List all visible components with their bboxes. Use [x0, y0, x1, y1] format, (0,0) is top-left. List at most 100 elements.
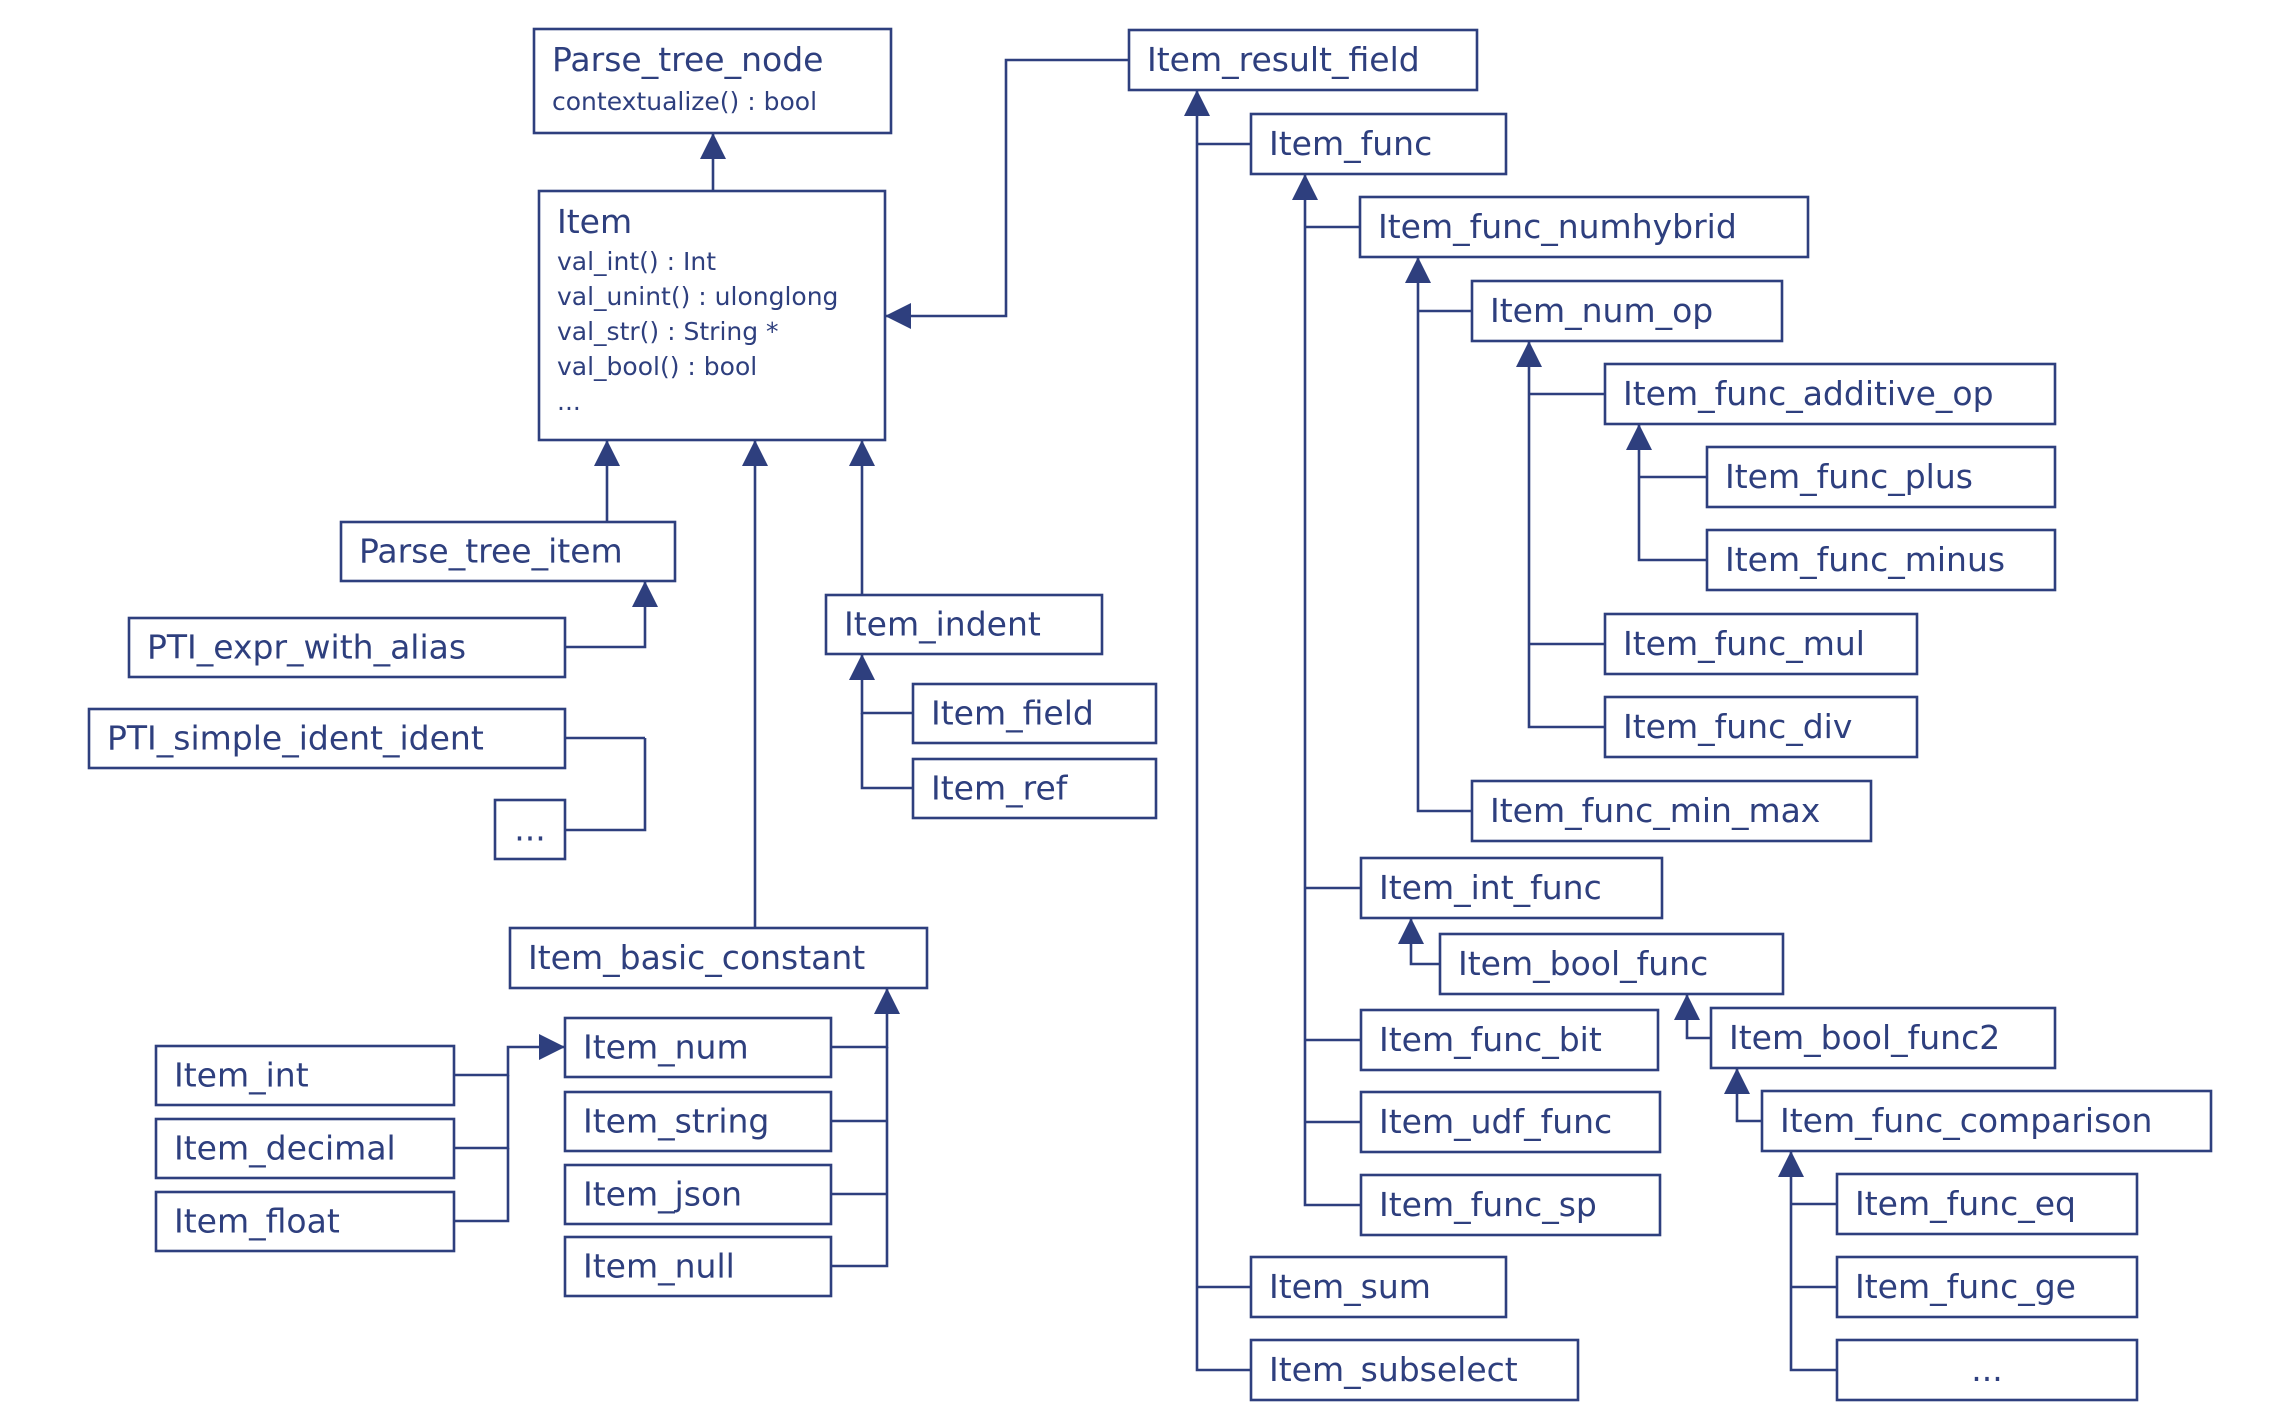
class-name: Item_func_div — [1623, 707, 1852, 746]
class-name: Item_null — [583, 1247, 735, 1286]
class-box — [1359, 1090, 1662, 1154]
class-box — [154, 1117, 456, 1180]
class-box — [532, 27, 893, 135]
class-name: Item_func_additive_op — [1623, 374, 1994, 413]
class-box — [911, 757, 1158, 820]
inheritance-edge — [831, 1047, 889, 1268]
class-name: Item_indent — [844, 605, 1041, 644]
class-name: Item_num_op — [1490, 291, 1713, 330]
class-node-item-indent: Item_indent — [824, 593, 1104, 656]
class-node-item-null: Item_null — [563, 1235, 833, 1298]
class-name: Item_basic_constant — [528, 938, 865, 977]
class-node-item-func-sp: Item_func_sp — [1359, 1173, 1662, 1237]
inheritance-arrowhead — [1398, 918, 1424, 944]
class-name: Item_func_minus — [1725, 540, 2005, 579]
class-name: Item_func_bit — [1379, 1020, 1602, 1059]
class-name: Item_func_ge — [1855, 1267, 2076, 1306]
class-box — [1603, 695, 1919, 759]
class-node-item-func-ge: Item_func_ge — [1835, 1255, 2139, 1319]
class-node-item-func-eq: Item_func_eq — [1835, 1172, 2139, 1236]
class-box — [339, 520, 677, 583]
class-box — [127, 616, 567, 679]
class-name: Item_result_field — [1147, 40, 1420, 79]
class-member: contextualize() : bool — [552, 87, 817, 116]
class-node-item-func-div: Item_func_div — [1603, 695, 1919, 759]
inheritance-arrowhead — [1405, 257, 1431, 283]
class-node-item-json: Item_json — [563, 1163, 833, 1226]
class-name: Parse_tree_item — [359, 532, 623, 571]
inheritance-arrowhead — [1516, 341, 1542, 367]
class-name: PTI_expr_with_alias — [147, 628, 466, 667]
class-box — [1835, 1255, 2139, 1319]
class-box — [1760, 1089, 2213, 1153]
class-box — [563, 1163, 833, 1226]
inheritance-edge — [1789, 1151, 1837, 1372]
inheritance-arrowhead — [1626, 424, 1652, 450]
inheritance-arrowhead — [1292, 174, 1318, 200]
class-name: ... — [1971, 1350, 2002, 1389]
class-name: Item_bool_func2 — [1729, 1018, 2000, 1057]
class-node-item-subselect: Item_subselect — [1249, 1338, 1580, 1402]
class-name: Item_float — [174, 1202, 340, 1241]
inheritance-edge — [860, 713, 913, 790]
class-box — [1359, 1173, 1662, 1237]
class-name: Item_subselect — [1269, 1350, 1518, 1389]
class-name: Item_sum — [1269, 1267, 1431, 1306]
class-box — [1835, 1172, 2139, 1236]
class-node-item-field: Item_field — [911, 682, 1158, 745]
class-node-item-string: Item_string — [563, 1090, 833, 1153]
class-node-item-func-numhybrid: Item_func_numhybrid — [1358, 195, 1810, 259]
class-box — [537, 189, 887, 442]
class-name: Item_decimal — [174, 1129, 396, 1168]
class-box — [1705, 528, 2057, 592]
inheritance-edge — [454, 1148, 510, 1223]
class-member: val_int() : Int — [557, 247, 716, 276]
class-box — [1705, 445, 2057, 509]
class-node-item-udf-func: Item_udf_func — [1359, 1090, 1662, 1154]
class-box — [154, 1190, 456, 1253]
class-box — [1603, 612, 1919, 676]
class-box — [1438, 932, 1785, 996]
class-box — [563, 1016, 833, 1079]
class-name: Item_func_numhybrid — [1378, 207, 1737, 246]
class-name: Item_func_sp — [1379, 1185, 1597, 1224]
inheritance-arrowhead — [632, 581, 658, 607]
inheritance-arrowhead — [539, 1034, 565, 1060]
class-name: PTI_simple_ident_ident — [107, 719, 484, 758]
class-node-pti-more: ... — [493, 798, 567, 861]
class-box — [1470, 779, 1873, 843]
inheritance-edge — [1527, 341, 1605, 729]
class-node-item-func-mul: Item_func_mul — [1603, 612, 1919, 676]
class-box — [1359, 856, 1664, 920]
class-box — [824, 593, 1104, 656]
inheritance-edge — [1637, 424, 1707, 562]
class-node-item-sum: Item_sum — [1249, 1255, 1508, 1319]
inheritance-arrowhead — [849, 440, 875, 466]
class-name: Item_string — [583, 1102, 769, 1141]
inheritance-edge — [1416, 257, 1472, 813]
inheritance-arrowhead — [1674, 994, 1700, 1020]
class-name: Item_ref — [931, 769, 1069, 808]
class-node-item-num-op: Item_num_op — [1470, 279, 1784, 343]
class-node-parse-tree-item: Parse_tree_item — [339, 520, 677, 583]
inheritance-edge — [565, 581, 647, 649]
class-name: Item_udf_func — [1379, 1102, 1612, 1141]
inheritance-arrowhead — [742, 440, 768, 466]
class-name: Item_func_eq — [1855, 1184, 2076, 1223]
class-box — [1358, 195, 1810, 259]
class-name: Item_int — [174, 1056, 309, 1095]
class-node-item-func-comparison: Item_func_comparison — [1760, 1089, 2213, 1153]
class-name: Item_bool_func — [1458, 944, 1708, 983]
inheritance-edge — [565, 738, 647, 832]
class-box — [563, 1235, 833, 1298]
class-box — [1127, 28, 1479, 92]
class-node-item-int-func: Item_int_func — [1359, 856, 1664, 920]
inheritance-edge — [1303, 174, 1361, 1207]
inheritance-edge — [454, 1075, 510, 1150]
class-member: val_unint() : ulonglong — [557, 282, 838, 311]
class-box — [563, 1090, 833, 1153]
class-name: Item_func_comparison — [1780, 1101, 2152, 1140]
inheritance-edges — [454, 58, 1837, 1372]
